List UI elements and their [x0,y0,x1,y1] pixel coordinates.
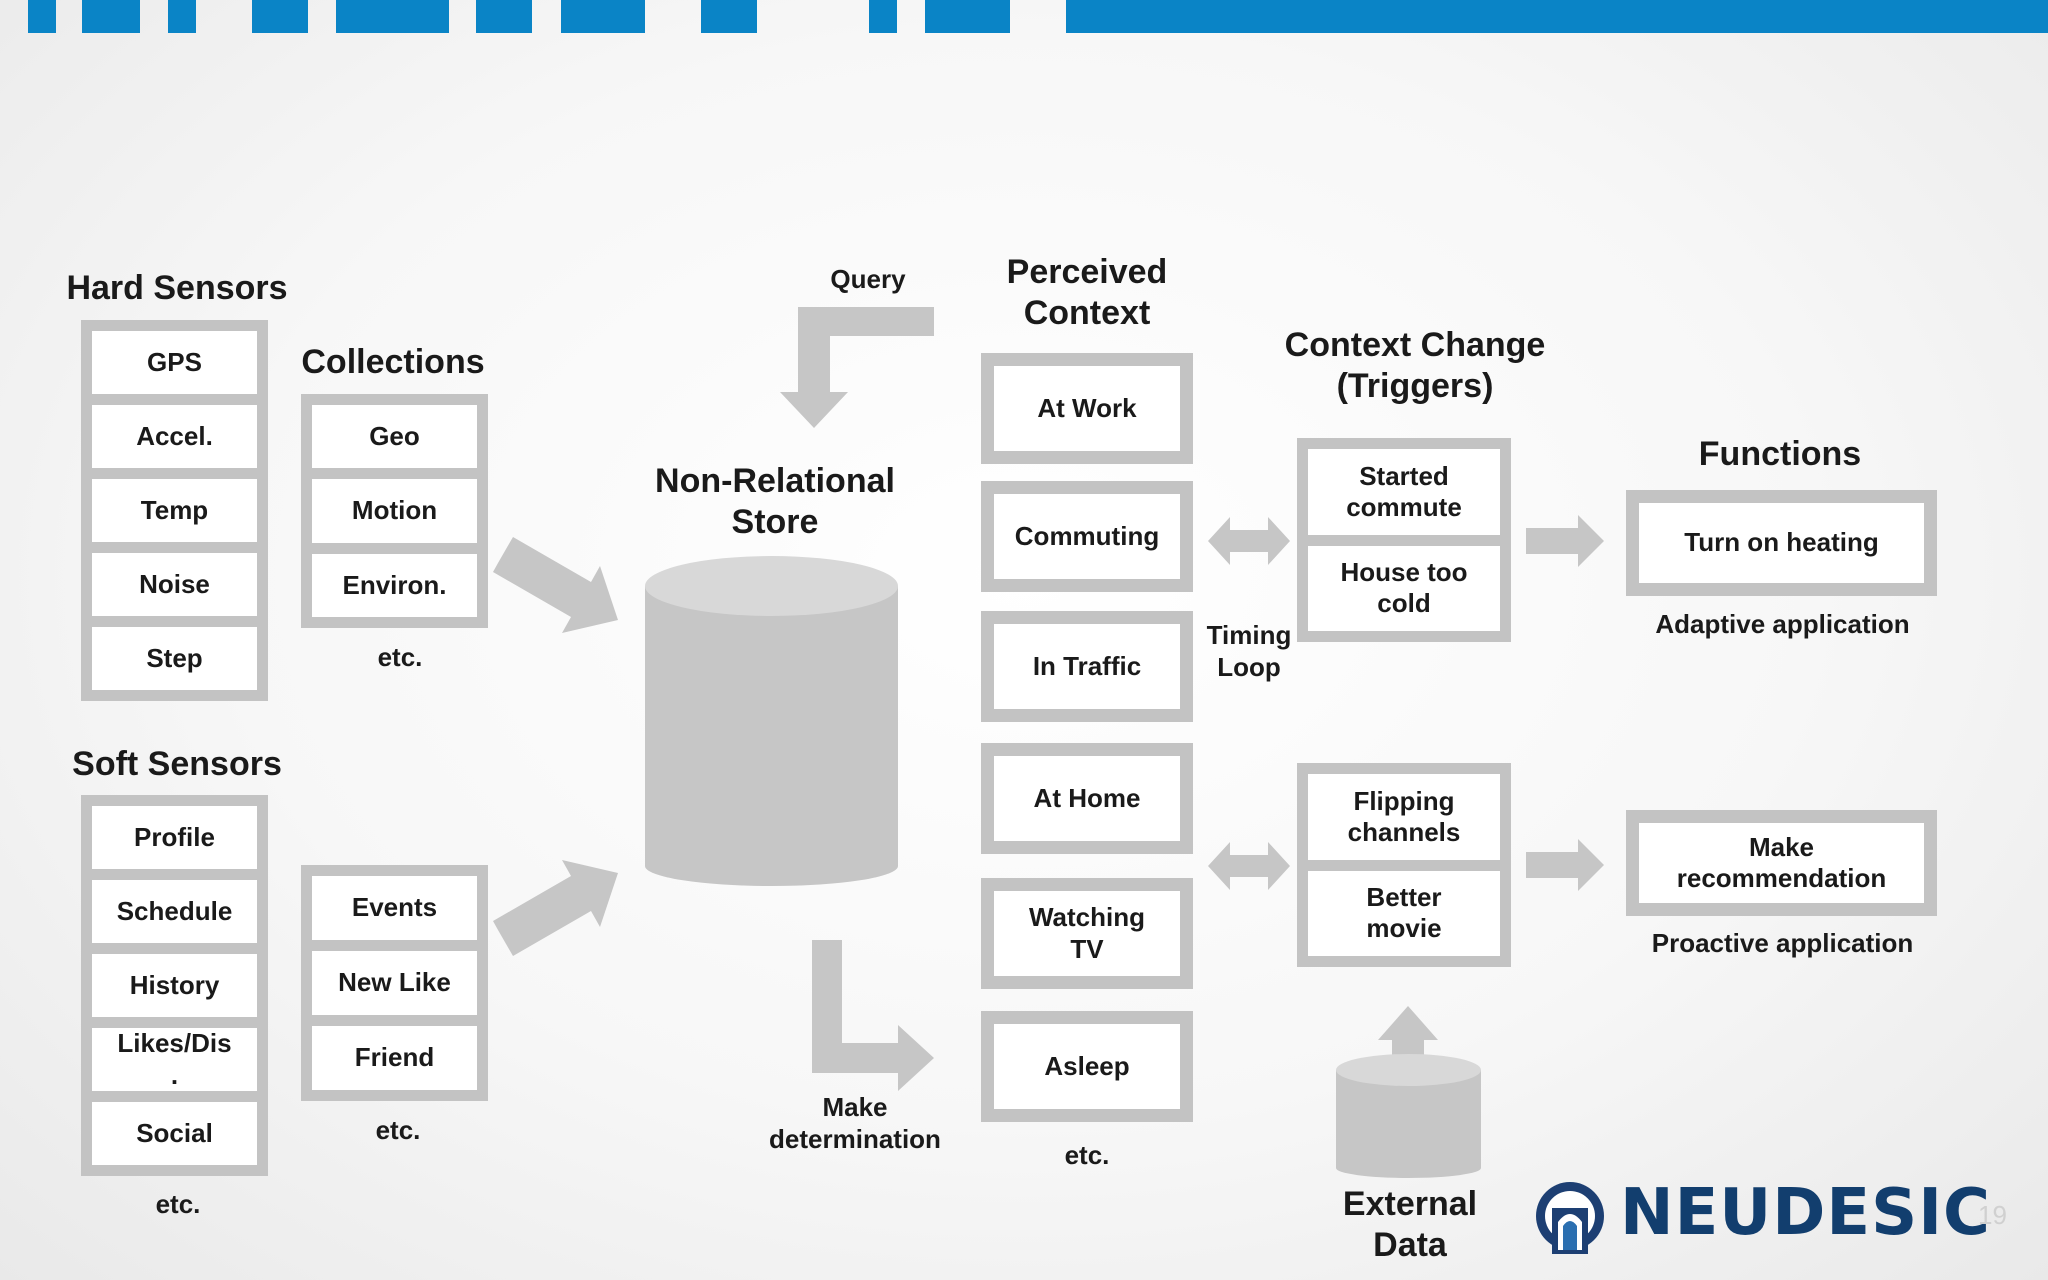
query-arrow [780,307,934,428]
perceived-etc: etc. [1064,1140,1110,1170]
soft-sensor-item: Likes/Dis . [92,1028,257,1091]
header-bar-segment [561,0,645,33]
trigger-to-function-arrow-top [1526,515,1604,567]
triggers-box-top: Started commute House too cold [1297,438,1511,642]
trigger-item: House too cold [1308,545,1500,631]
page-number: 19 [1978,1200,2007,1230]
soft-sensor-item: Social [92,1102,257,1165]
store-cylinder [645,556,898,886]
soft-sensor-item: History [92,954,257,1017]
collections-to-store-arrow [493,537,618,633]
collection-item: Environ. [312,553,477,617]
perceived-item: In Traffic [981,611,1193,722]
header-bar-segment [28,0,56,33]
hard-sensor-item: Accel. [92,405,257,468]
collections-box: Geo Motion Environ. [301,394,488,628]
external-data-label: External Data [1342,1185,1478,1265]
collection-item: Geo [312,405,477,469]
hard-sensor-item: Step [92,627,257,690]
header-bar-segment [252,0,308,33]
header-bar-segment [701,0,757,33]
double-arrow-top [1208,517,1290,565]
soft-to-store-arrow [493,860,618,956]
function-action: Make recommendation [1626,810,1937,916]
soft-sensor-item: Profile [92,806,257,869]
trigger-to-function-arrow-bottom [1526,839,1604,891]
hard-sensors-box: GPS Accel. Temp Noise Step [81,320,268,701]
soft-collections-box: Events New Like Friend [301,865,488,1101]
soft-sensors-box: Profile Schedule History Likes/Dis . Soc… [81,795,268,1176]
query-label: Query [830,264,906,294]
proactive-caption: Proactive application [1651,928,1914,958]
triggers-title: Context Change (Triggers) [1284,326,1546,406]
soft-collection-item: Friend [312,1026,477,1090]
neudesic-logo-text: NEUDESIC [1620,1176,1991,1250]
soft-sensors-title: Soft Sensors [72,745,282,783]
soft-sensor-item: Schedule [92,880,257,943]
header-bar-segment [82,0,140,33]
soft-collection-item: Events [312,876,477,940]
double-arrow-bottom [1208,842,1290,890]
header-bar-segment [1066,0,2048,33]
collection-item: Motion [312,479,477,543]
trigger-item: Started commute [1308,449,1500,535]
perceived-item: At Work [981,353,1193,464]
perceived-item: Commuting [981,481,1193,592]
adaptive-caption: Adaptive application [1655,609,1910,639]
hard-sensors-title: Hard Sensors [66,269,288,307]
function-action: Turn on heating [1626,490,1937,596]
perceived-item: Watching TV [981,878,1193,989]
neudesic-arch-icon [1536,1182,1604,1254]
trigger-item: Flipping channels [1308,774,1500,860]
header-bar-segment [869,0,897,33]
soft-collection-item: New Like [312,951,477,1015]
soft-collections-etc: etc. [375,1115,421,1145]
header-bar-segment [925,0,1010,33]
triggers-box-bottom: Flipping channels Better movie [1297,763,1511,967]
determination-arrow [812,940,934,1091]
header-bar-segment [168,0,196,33]
determination-label: Make determination [769,1092,941,1154]
hard-sensor-item: Temp [92,479,257,542]
store-title: Non-Relational Store [655,462,895,542]
timing-loop-label: Timing Loop [1206,620,1292,682]
collections-etc: etc. [377,642,423,672]
perceived-item: Asleep [981,1011,1193,1122]
header-bar-segment [476,0,532,33]
hard-sensor-item: GPS [92,331,257,394]
perceived-item: At Home [981,743,1193,854]
external-data-cylinder [1336,1054,1481,1178]
perceived-title: Perceived Context [1006,253,1168,333]
soft-sensors-etc: etc. [155,1189,201,1219]
functions-title: Functions [1698,435,1862,473]
header-bar-segment [336,0,449,33]
trigger-item: Better movie [1308,870,1500,956]
collections-title: Collections [301,343,485,381]
hard-sensor-item: Noise [92,553,257,616]
